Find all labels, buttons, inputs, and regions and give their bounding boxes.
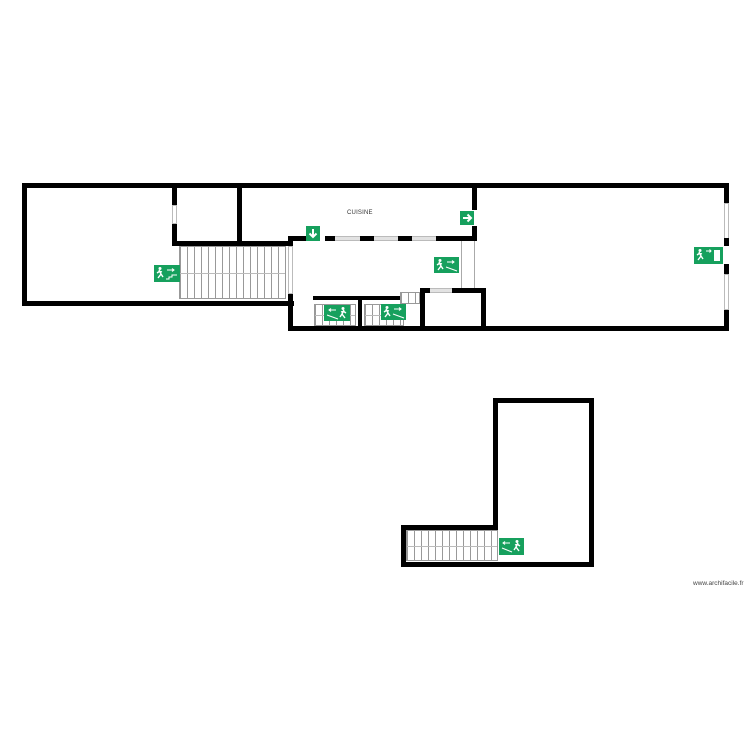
wall-hall-left-bottom — [288, 294, 293, 331]
wall-kitchen-bottom-b — [325, 236, 335, 241]
wall-storage-right — [481, 288, 486, 328]
emergency-exit-icon — [434, 257, 459, 273]
staircase-landing — [400, 292, 420, 304]
wall-hall-bottom — [288, 326, 728, 331]
wall-kitchen-bottom-a — [288, 236, 306, 241]
wall-kitchen-right-b — [472, 226, 477, 241]
window — [335, 236, 360, 241]
wall-small-room-left-a — [172, 183, 177, 205]
wall-lower-inner-vertical — [493, 398, 498, 530]
emergency-exit-stairs-icon — [381, 304, 406, 320]
window — [724, 274, 729, 310]
wall-left — [22, 183, 27, 306]
wall-small-room-right — [237, 183, 242, 246]
wall-right-a — [724, 183, 729, 203]
wall-right-b — [724, 238, 729, 246]
wall-bottom-left — [22, 301, 294, 306]
wall-kitchen-bottom-d — [398, 236, 412, 241]
wall-hall-left-top — [288, 236, 293, 246]
emergency-exit-door-icon — [694, 247, 723, 264]
wall-right-c — [724, 264, 729, 274]
wall-stair-divider — [313, 296, 401, 300]
window — [430, 288, 452, 293]
corridor-rail — [461, 241, 475, 288]
emergency-exit-stairs-left-icon — [324, 305, 350, 321]
arrow-down-icon — [306, 226, 320, 241]
wall-lower-top — [493, 398, 594, 403]
wall-stair-separator — [358, 296, 362, 328]
wall-top — [22, 183, 728, 188]
arrow-right-icon — [460, 211, 474, 225]
wall-lower-step-top — [401, 525, 498, 530]
staircase-main — [179, 246, 286, 299]
wall-right-d — [724, 310, 729, 331]
staircase-lower — [406, 530, 498, 561]
room-label-kitchen: CUISINE — [347, 210, 373, 216]
wall-kitchen-bottom-e — [436, 236, 476, 241]
wall-lower-bottom — [401, 562, 594, 567]
wall-lower-left — [401, 525, 406, 567]
wall-kitchen-bottom-c — [360, 236, 374, 241]
window — [412, 236, 436, 241]
wall-lower-right — [589, 398, 594, 567]
wall-small-room-left-b — [172, 224, 177, 246]
wall-storage-left — [420, 288, 425, 328]
watermark: www.archifacile.fr — [693, 580, 744, 587]
wall-small-room-bottom — [172, 241, 293, 246]
window — [172, 205, 177, 224]
window — [724, 203, 729, 241]
window — [288, 246, 293, 294]
wall-storage-top-a — [420, 288, 430, 293]
emergency-exit-stairs-icon — [154, 265, 180, 282]
window — [374, 236, 398, 241]
emergency-exit-stairs-left-icon — [499, 538, 524, 555]
wall-kitchen-right-a — [472, 183, 477, 210]
wall-storage-top-b — [452, 288, 486, 293]
